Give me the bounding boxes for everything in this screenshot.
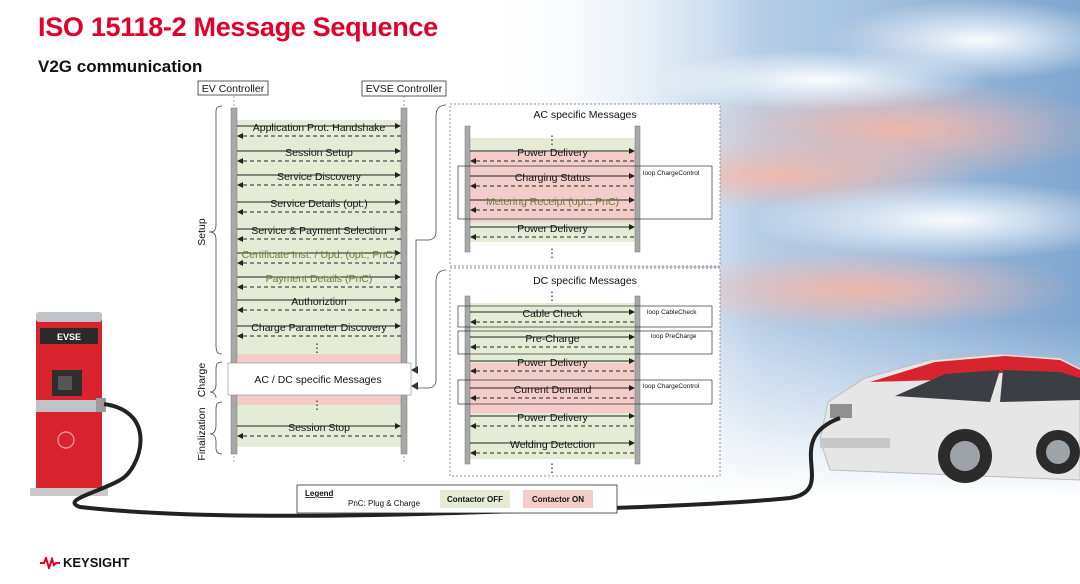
svg-text:⋮: ⋮	[546, 246, 558, 260]
main-message-6: Payment Details (PnC)	[237, 273, 401, 290]
main-message-0-label: Application Prot. Handshake	[253, 122, 386, 134]
main-message-3: Service Details (opt.)	[237, 198, 401, 215]
ac-message-3: Power Delivery	[470, 223, 635, 240]
ev-lifeline-bar	[230, 107, 238, 455]
keysight-logo: KEYSIGHT	[40, 555, 129, 570]
ac-message-2-label: Metering Receipt (opt., PnC)	[486, 196, 619, 208]
evse-charger-illustration: EVSE	[30, 312, 108, 496]
ac-message-1-label: Charging Status	[515, 172, 590, 184]
ac-message-0: Power Delivery	[470, 147, 635, 164]
dc-message-5: Welding Detection	[470, 439, 635, 456]
ac-panel-title: AC specific Messages	[533, 109, 636, 121]
dc-loop-precharge	[457, 330, 713, 355]
dc-message-1-label: Pre-Charge	[525, 333, 579, 345]
main-message-9: Session Stop	[237, 422, 401, 439]
main-message-1-label: Session Setup	[285, 147, 353, 159]
ac-dc-specific-label: AC / DC specific Messages	[254, 374, 381, 386]
ac-loop-label: loop ChargeControl	[643, 170, 700, 177]
dc-specific-panel: DC specific Messages ⋮ ⋮ loop CableCheck…	[449, 267, 721, 477]
main-message-5: Certificate Inst. / Upd. (opt., PnC)	[237, 249, 401, 266]
ac-message-1: Charging Status	[470, 172, 635, 189]
brand-name: KEYSIGHT	[63, 555, 130, 570]
main-message-8: Charge Parameter Discovery	[237, 322, 401, 339]
main-message-5-label: Certificate Inst. / Upd. (opt., PnC)	[242, 249, 397, 261]
svg-text:⋮: ⋮	[546, 289, 558, 303]
page-subtitle: V2G communication	[38, 57, 203, 76]
main-message-2: Service Discovery	[237, 171, 401, 188]
main-message-0: Application Prot. Handshake	[237, 122, 401, 139]
ac-dc-specific-box	[227, 362, 412, 396]
svg-text:⋮: ⋮	[546, 461, 558, 475]
main-sequence: EV Controller EVSE Controller Setup Char…	[196, 80, 447, 462]
legend-pnc: PnC: Plug & Charge	[348, 499, 421, 508]
svg-text:⋮: ⋮	[546, 133, 558, 147]
dc-loop-cablecheck	[457, 305, 713, 328]
main-message-7-label: Authoriztion	[291, 296, 347, 308]
dc-message-2: Power Delivery	[470, 357, 635, 374]
main-message-9-label: Session Stop	[288, 422, 350, 434]
dc-panel-title: DC specific Messages	[533, 275, 637, 287]
dc-message-5-label: Welding Detection	[510, 439, 595, 451]
ac-message-0-label: Power Delivery	[517, 147, 588, 159]
keysight-wave-icon	[40, 556, 60, 569]
svg-text:⋮: ⋮	[311, 398, 323, 412]
main-message-6-label: Payment Details (PnC)	[266, 273, 373, 285]
ev-controller-label: EV Controller	[202, 83, 265, 95]
phase-setup: Setup	[196, 218, 208, 246]
dc-message-4-label: Power Delivery	[517, 412, 588, 424]
dc-loop-label-cablecheck: loop CableCheck	[647, 309, 697, 316]
main-message-4: Service & Payment Selection	[237, 225, 401, 242]
legend-contactor-on: Contactor ON	[532, 495, 584, 504]
dc-message-1: Pre-Charge	[470, 333, 635, 350]
legend-contactor-off-swatch	[440, 490, 510, 508]
dc-message-0: Cable Check	[470, 308, 635, 325]
dc-message-3: Current Demand	[470, 384, 635, 401]
evse-controller-label: EVSE Controller	[366, 83, 443, 95]
svg-text:⋮: ⋮	[311, 341, 323, 355]
phase-charge: Charge	[196, 363, 208, 398]
dc-message-3-label: Current Demand	[514, 384, 592, 396]
main-message-1: Session Setup	[237, 147, 401, 164]
ac-message-2: Metering Receipt (opt., PnC)	[470, 196, 635, 213]
dc-loop-chargecontrol	[457, 379, 713, 405]
main-message-7: Authoriztion	[237, 296, 401, 313]
electric-car-illustration	[819, 353, 1080, 483]
dc-loop-label-precharge: loop PreCharge	[651, 333, 697, 340]
legend-contactor-on-swatch	[523, 490, 593, 508]
evse-label: EVSE	[57, 332, 81, 342]
legend-title: Legend	[305, 489, 334, 498]
main-message-3-label: Service Details (opt.)	[270, 198, 367, 210]
ac-specific-panel: AC specific Messages ⋮ ⋮ loop ChargeCont…	[449, 103, 721, 267]
main-message-8-label: Charge Parameter Discovery	[251, 322, 387, 334]
ac-message-3-label: Power Delivery	[517, 223, 588, 235]
main-message-4-label: Service & Payment Selection	[251, 225, 387, 237]
legend: Legend PnC: Plug & Charge Contactor OFF …	[296, 484, 618, 514]
dc-message-2-label: Power Delivery	[517, 357, 588, 369]
ac-loop-frame	[457, 165, 713, 220]
phase-finalization: Finalization	[196, 407, 208, 460]
dc-message-4: Power Delivery	[470, 412, 635, 429]
legend-contactor-off: Contactor OFF	[447, 495, 503, 504]
dc-loop-label-chargecontrol: loop ChargeControl	[643, 383, 700, 390]
main-message-2-label: Service Discovery	[277, 171, 362, 183]
page-title: ISO 15118-2 Message Sequence	[38, 12, 438, 42]
dc-message-0-label: Cable Check	[522, 308, 583, 320]
charging-cable	[72, 402, 841, 518]
evse-lifeline-bar	[400, 107, 408, 455]
